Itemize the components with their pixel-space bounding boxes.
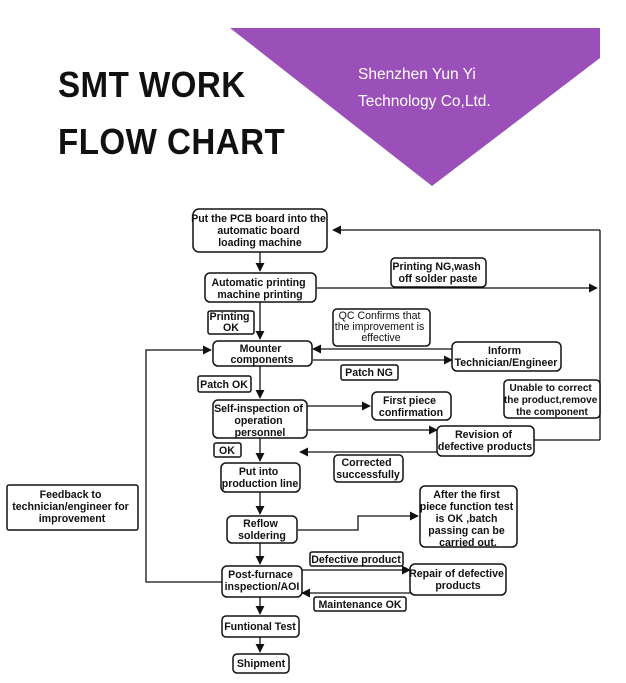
company-name-line1: Shenzhen Yun Yi: [358, 66, 476, 83]
label-patch-ok: [197, 375, 252, 393]
node-revision-text: Revision of defective products: [438, 429, 532, 453]
node-inform: [451, 341, 562, 372]
company-name-line2: Technology Co,Ltd.: [358, 93, 491, 110]
label-patch-ng: [340, 364, 399, 381]
node-shipment-text: Shipment: [237, 658, 286, 670]
node-self-inspect-text: Self-inspection of operation personnel: [214, 403, 306, 439]
label-printing-ok-text: Printing OK: [210, 311, 253, 334]
node-unable-correct-text: Unable to correct the product,remove the…: [504, 383, 600, 418]
label-patch-ng-text: Patch NG: [345, 367, 393, 379]
node-shipment: [232, 653, 290, 674]
node-revision: [436, 425, 535, 457]
node-repair: [409, 563, 507, 596]
node-production-line: [220, 462, 301, 493]
node-reflow: [226, 515, 298, 544]
node-corrected-text: Corrected successfully: [336, 457, 400, 481]
node-print-ng: [390, 257, 487, 288]
node-first-piece-text: First piece confirmation: [379, 395, 443, 419]
node-unable-correct: [503, 379, 601, 419]
node-corrected: [333, 454, 404, 483]
node-auto-print-text: Automatic printing machine printing: [211, 277, 308, 301]
node-inform-text: Inform Technician/Engineer: [455, 345, 558, 369]
label-ok-text: OK: [219, 445, 235, 457]
label-defective-product: [309, 551, 404, 567]
banner-triangle: [230, 28, 600, 186]
node-reflow-text: Reflow soldering: [238, 518, 286, 542]
arrow-reflow-to-test: [298, 511, 419, 531]
node-first-piece: [371, 391, 452, 421]
label-printing-ok: [207, 310, 255, 335]
node-qc-confirms-text: QC Confirms that the improvement is effe…: [335, 310, 427, 344]
node-functional-test: [221, 615, 300, 638]
label-maintenance-ok: [313, 596, 407, 612]
label-maintenance-ok-text: Maintenance OK: [318, 599, 401, 611]
node-first-piece-test-text: After the first piece function test is O…: [420, 489, 517, 549]
node-qc-confirms: [332, 308, 431, 347]
node-mounter-text: Mounter components: [231, 343, 294, 366]
node-functional-test-text: Funtional Test: [224, 621, 296, 633]
node-feedback-text: Feedback to technician/engineer for impr…: [12, 489, 132, 525]
node-post-furnace: [221, 565, 303, 598]
page-title-line2: FLOW CHART: [58, 121, 286, 162]
node-self-inspect: [212, 399, 308, 439]
node-load-pcb-text: Put the PCB board into the automatic boa…: [191, 213, 329, 249]
node-feedback: [6, 484, 139, 531]
node-load-pcb: [192, 208, 328, 253]
header-banner: [230, 28, 600, 186]
node-post-furnace-text: Post-furnace inspection/AOI: [225, 569, 300, 593]
label-defective-product-text: Defective product: [311, 554, 401, 566]
node-first-piece-test: [419, 485, 518, 548]
page-title-line1: SMT WORK: [58, 64, 246, 105]
node-repair-text: Repair of defective products: [409, 568, 507, 592]
node-print-ng-text: Printing NG,wash off solder paste: [392, 261, 483, 285]
node-production-line-text: Put into production line: [222, 466, 299, 490]
node-auto-print: [204, 272, 317, 303]
label-ok: [213, 442, 242, 458]
arrow-feedback-loop: [145, 345, 222, 583]
label-patch-ok-text: Patch OK: [200, 379, 248, 391]
node-mounter: [212, 340, 313, 367]
